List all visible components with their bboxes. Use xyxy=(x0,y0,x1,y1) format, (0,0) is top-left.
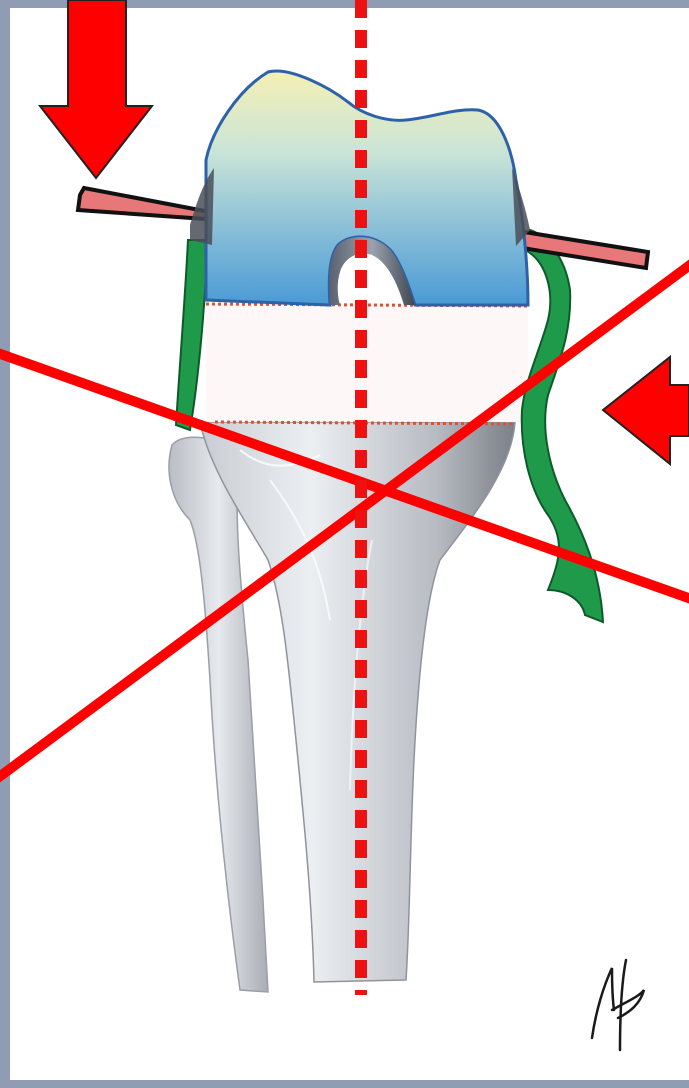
arrow-left-icon xyxy=(603,357,689,464)
left-pin xyxy=(78,188,210,219)
arrow-down-icon xyxy=(40,0,152,178)
femoral-side-left xyxy=(190,168,214,245)
right-pin xyxy=(510,230,648,268)
signature-icon xyxy=(592,960,644,1050)
medial-ligament xyxy=(176,240,208,430)
